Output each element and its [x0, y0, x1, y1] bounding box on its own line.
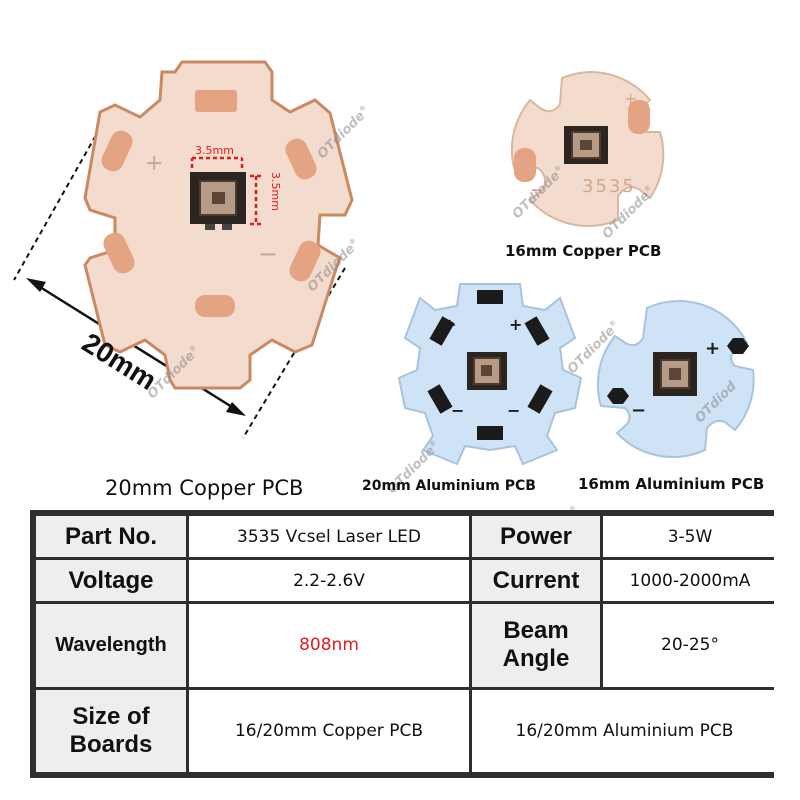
- minus-mark: −: [507, 401, 520, 420]
- table-row: Wavelength 808nm Beam Angle 20-25°: [36, 604, 777, 687]
- aluminium-pad: [427, 384, 453, 414]
- value-copper-boards: 16/20mm Copper PCB: [189, 689, 469, 772]
- label-beam-angle: Beam Angle: [472, 604, 600, 687]
- copper-pad: [628, 100, 650, 134]
- plus-mark: +: [443, 315, 456, 334]
- plus-mark: +: [705, 338, 720, 359]
- dimension-arrowhead-right: [226, 402, 246, 416]
- led-chip-die: [669, 368, 681, 380]
- aluminium-pad: [727, 338, 749, 354]
- caption-20mm-copper-pcb: 20mm Copper PCB: [105, 476, 304, 500]
- table-row: Voltage 2.2-2.6V Current 1000-2000mA: [36, 560, 777, 602]
- caption-16mm-copper-pcb: 16mm Copper PCB: [505, 242, 662, 260]
- minus-mark: −: [631, 400, 646, 421]
- minus-mark: −: [451, 401, 464, 420]
- aluminium-pcb-20mm-image: + + − −: [397, 283, 583, 466]
- led-chip-die: [481, 365, 492, 376]
- label-current: Current: [472, 560, 600, 602]
- dimension-arrow: [31, 280, 241, 414]
- chip-width-label: 3.5mm: [195, 144, 234, 157]
- value-power: 3-5W: [603, 516, 777, 558]
- chip-height-label: 3.5mm: [269, 172, 282, 211]
- caption-20mm-aluminium-pcb: 20mm Aluminium PCB: [362, 478, 536, 494]
- copper-pad: [195, 90, 237, 112]
- aluminium-pcb-16mm-image: + −: [596, 299, 755, 458]
- spec-table: Part No. 3535 Vcsel Laser LED Power 3-5W…: [30, 510, 777, 778]
- copper-pcb-16mm-image: + − 3535: [510, 70, 665, 227]
- value-voltage: 2.2-2.6V: [189, 560, 469, 602]
- dimension-arrowhead-left: [26, 278, 46, 292]
- minus-mark: −: [258, 240, 278, 268]
- caption-16mm-aluminium-pcb: 16mm Aluminium PCB: [578, 475, 765, 493]
- label-power: Power: [472, 516, 600, 558]
- copper-pad: [514, 148, 536, 182]
- copper-pcb-20mm-image: + − 3.5mm 3.5mm 20mm: [13, 60, 354, 439]
- label-size-of-boards: Size of Boards: [36, 689, 186, 772]
- value-aluminium-boards: 16/20mm Aluminium PCB: [472, 689, 777, 772]
- value-current: 1000-2000mA: [603, 560, 777, 602]
- led-chip-die: [580, 140, 592, 150]
- value-wavelength: 808nm: [189, 604, 469, 687]
- aluminium-pad: [477, 290, 503, 304]
- copper-star-board: [83, 60, 354, 390]
- minus-mark: −: [530, 180, 545, 201]
- plus-mark: +: [509, 315, 522, 334]
- plus-mark: +: [624, 89, 637, 108]
- aluminium-pad: [524, 316, 550, 346]
- chip-code-label: 3535: [582, 176, 636, 197]
- plus-mark: +: [145, 151, 163, 176]
- copper-pad: [101, 130, 133, 172]
- aluminium-pad: [607, 388, 629, 404]
- label-wavelength: Wavelength: [36, 604, 186, 687]
- dimension-extension-line-left: [13, 127, 101, 281]
- led-chip-lead: [205, 224, 215, 230]
- value-part-no: 3535 Vcsel Laser LED: [189, 516, 469, 558]
- chip-dimension-markers: [190, 156, 262, 226]
- led-chip-die: [212, 192, 225, 204]
- label-voltage: Voltage: [36, 560, 186, 602]
- copper-pad: [103, 232, 135, 274]
- led-chip-lead: [222, 224, 232, 230]
- label-part-no: Part No.: [36, 516, 186, 558]
- aluminium-pad: [477, 426, 503, 440]
- aluminium-pad: [429, 316, 455, 346]
- copper-pad: [289, 240, 321, 282]
- copper-pad: [285, 138, 317, 180]
- table-row: Part No. 3535 Vcsel Laser LED Power 3-5W: [36, 516, 777, 558]
- table-row: Size of Boards 16/20mm Copper PCB 16/20m…: [36, 689, 777, 772]
- copper-pad: [195, 295, 235, 317]
- aluminium-pad: [527, 384, 553, 414]
- value-beam-angle: 20-25°: [603, 604, 777, 687]
